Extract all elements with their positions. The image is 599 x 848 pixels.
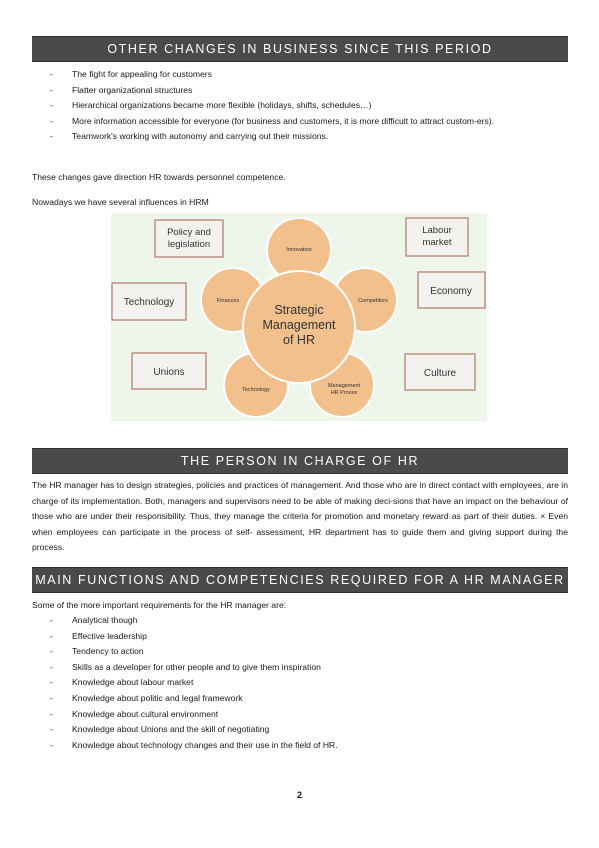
- satellite-label-hr-proces: HR Proces: [331, 390, 358, 396]
- hrm-influences-diagram: Strategic Management of HR Innovation Co…: [111, 213, 487, 421]
- box-label-unions: Unions: [153, 367, 184, 378]
- list-item: Teamwork's working with autonomy and car…: [50, 129, 570, 145]
- paragraph-competence: These changes gave direction HR towards …: [32, 172, 286, 182]
- box-economy: [417, 271, 486, 309]
- page-number: 2: [296, 790, 302, 800]
- box-policy-legislation: [154, 219, 224, 258]
- list-item: Knowledge about cultural environment: [50, 707, 570, 723]
- box-label-economy: Economy: [430, 286, 472, 297]
- section-heading-main-functions: MAIN FUNCTIONS AND COMPETENCIES REQUIRED…: [32, 567, 568, 593]
- box-label-legislation: legislation: [168, 239, 210, 250]
- list-item: Knowledge about politic and legal framew…: [50, 691, 570, 707]
- list-item: Skills as a developer for other people a…: [50, 660, 570, 676]
- list-item: Hierarchical organizations became more f…: [50, 98, 570, 114]
- satellite-label-technology: Technology: [242, 387, 270, 393]
- list-item: More information accessible for everyone…: [50, 114, 570, 130]
- list-item: Analytical though: [50, 613, 570, 629]
- list-item: Knowledge about Unions and the skill of …: [50, 722, 570, 738]
- center-label-line1: Strategic: [274, 303, 323, 317]
- section-heading-other-changes: OTHER CHANGES IN BUSINESS SINCE THIS PER…: [32, 36, 568, 62]
- box-culture: [404, 353, 476, 391]
- box-label-culture: Culture: [424, 368, 457, 379]
- paragraph-requirements-intro: Some of the more important requirements …: [32, 600, 287, 610]
- list-item: Tendency to action: [50, 644, 570, 660]
- center-circle: [242, 270, 356, 384]
- list-item: Effective leadership: [50, 629, 570, 645]
- box-label-technology: Technology: [124, 297, 175, 308]
- list-item: Flatter organizational structures: [50, 83, 570, 99]
- box-label-policy: Policy and: [167, 227, 211, 238]
- box-technology: [111, 282, 187, 321]
- box-unions: [131, 352, 207, 390]
- box-label-market: market: [422, 237, 451, 248]
- center-label-line2: Management: [263, 318, 336, 332]
- requirements-list: Analytical though Effective leadership T…: [50, 613, 570, 753]
- satellite-label-innovation: Innovation: [286, 247, 311, 253]
- section-heading-person-in-charge: THE PERSON IN CHARGE OF HR: [32, 448, 568, 474]
- paragraph-influences: Nowadays we have several influences in H…: [32, 197, 209, 207]
- satellite-label-competitors: Competitors: [358, 298, 388, 304]
- center-label-line3: of HR: [283, 333, 315, 347]
- list-item: Knowledge about labour market: [50, 675, 570, 691]
- paragraph-hr-manager: The HR manager has to design strategies,…: [32, 480, 568, 552]
- list-item: The fight for appealing for customers: [50, 67, 570, 83]
- diagram-canvas: Strategic Management of HR Innovation Co…: [111, 217, 486, 418]
- satellite-label-finances: Finances: [217, 298, 240, 304]
- satellite-label-management: Management: [328, 383, 361, 389]
- list-item: Knowledge about technology changes and t…: [50, 738, 570, 754]
- changes-list: The fight for appealing for customers Fl…: [50, 67, 570, 145]
- box-labour-market: [405, 217, 469, 257]
- box-label-labour: Labour: [422, 225, 452, 236]
